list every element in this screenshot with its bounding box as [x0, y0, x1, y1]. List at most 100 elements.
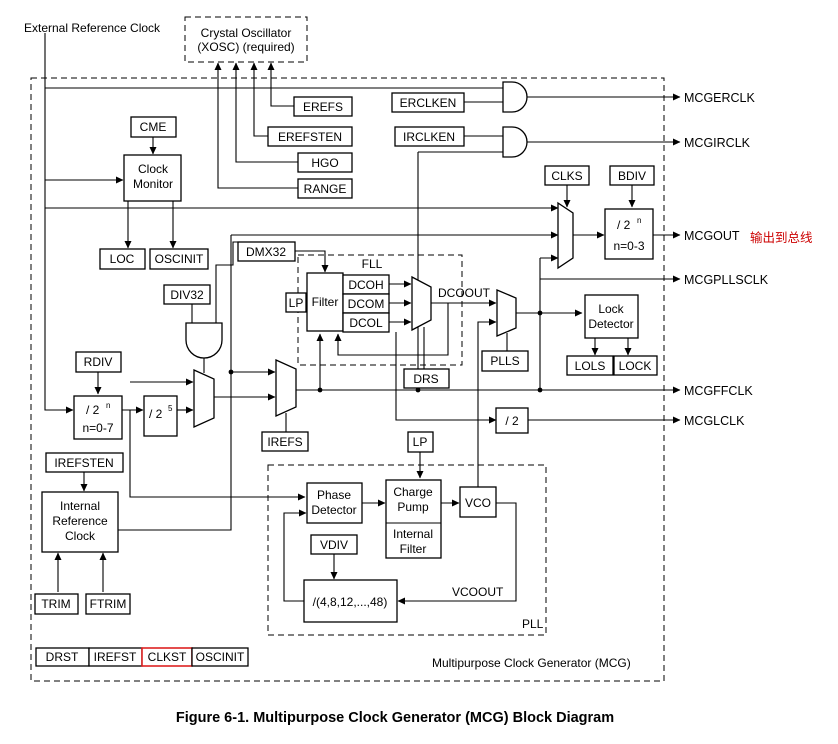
erefs-label: EREFS: [303, 100, 343, 114]
dcoout-label: DCOOUT: [438, 286, 491, 300]
plls-mux: [496, 289, 517, 337]
output-mcgerclk: MCGERCLK: [684, 91, 756, 105]
rdiv-divider-exp: n: [106, 401, 110, 410]
trim-label: TRIM: [41, 597, 70, 611]
irefs-label: IREFS: [267, 435, 302, 449]
dcom-label: DCOM: [348, 297, 385, 311]
irc-label-3: Clock: [65, 529, 96, 543]
div32-label: DIV32: [170, 288, 204, 302]
dco-mux: [411, 275, 432, 332]
phase-detector-box: [306, 482, 363, 524]
rdiv-label: RDIV: [84, 355, 113, 369]
div32-and-gate: [185, 322, 223, 359]
hgo-label: HGO: [311, 156, 338, 170]
bdiv-divider-range: n=0-3: [613, 239, 644, 253]
clks-mux: [557, 201, 574, 270]
irclken-label: IRCLKEN: [403, 130, 455, 144]
irefsten-label: IREFSTEN: [54, 456, 113, 470]
pll-label: PLL: [522, 617, 544, 631]
crystal-oscillator-label-2: (XOSC) (required): [197, 40, 294, 54]
lock-detector-label-2: Detector: [588, 317, 633, 331]
erclken-label: ERCLKEN: [400, 96, 457, 110]
output-mcgpllsclk: MCGPLLSCLK: [684, 273, 769, 287]
output-mcgffclk: MCGFFCLK: [684, 384, 753, 398]
fll-filter-box: [306, 272, 344, 332]
clock-monitor-label-2: Monitor: [133, 177, 173, 191]
div-by-2-label: / 2: [505, 414, 519, 428]
vco-label: VCO: [465, 496, 491, 510]
irc-label-2: Reference: [52, 514, 108, 528]
output-mcgout: MCGOUT: [684, 229, 740, 243]
charge-pump-label-1: Charge: [393, 485, 433, 499]
xosc-boundary: [184, 16, 308, 63]
bdiv-divider-exp: n: [637, 216, 641, 225]
loc-label: LOC: [110, 252, 135, 266]
dcoh-label: DCOH: [348, 278, 383, 292]
cme-label: CME: [140, 120, 167, 134]
vco-box: [459, 486, 497, 518]
div-2-5-label: / 2: [149, 407, 163, 421]
dcol-label: DCOL: [349, 316, 383, 330]
pll-boundary: [267, 464, 547, 636]
irc-label-1: Internal: [60, 499, 100, 513]
erclk-and-gate: [502, 81, 528, 113]
status-field-oscinit-label: OSCINIT: [196, 650, 245, 664]
lp-fll-box: [285, 292, 307, 313]
trim-box: [34, 593, 79, 615]
lols-label: LOLS: [575, 359, 606, 373]
charge-pump-box: [385, 479, 442, 559]
vco-divider-box: [303, 579, 398, 623]
clks-label: CLKS: [551, 169, 582, 183]
internal-filter-label-1: Internal: [393, 527, 433, 541]
irefs-mux: [275, 358, 297, 418]
oscinit-box: [149, 248, 209, 270]
loc-box: [99, 248, 146, 270]
charge-pump-label-2: Pump: [397, 500, 429, 514]
phase-detector-label-2: Detector: [311, 503, 356, 517]
figure-caption: Figure 6-1. Multipurpose Clock Generator…: [176, 710, 614, 726]
plls-label: PLLS: [490, 354, 519, 368]
internal-reference-clock-box: [41, 491, 119, 553]
phase-detector-label-1: Phase: [317, 488, 351, 502]
div-by-2-box: [495, 407, 529, 434]
mcgout-annotation: 输出到总线: [750, 230, 813, 245]
fll-filter-label: Filter: [312, 295, 339, 309]
dmx32-label: DMX32: [246, 245, 286, 259]
mcg-boundary: [30, 77, 665, 682]
rdiv-divider-box: [73, 395, 123, 440]
drs-label: DRS: [413, 372, 438, 386]
status-field-oscinit: [191, 647, 249, 667]
fll-label: FLL: [362, 257, 383, 271]
output-mcgirclk: MCGIRCLK: [684, 136, 751, 150]
div32-mux: [193, 368, 215, 429]
oscinit-label: OSCINIT: [155, 252, 204, 266]
vdiv-label: VDIV: [320, 538, 348, 552]
drs-box: [403, 368, 450, 389]
erefsten-label: EREFSTEN: [278, 130, 342, 144]
range-label: RANGE: [304, 182, 347, 196]
rdiv-divider-label: / 2: [86, 403, 100, 417]
lp-fll-label: LP: [289, 296, 304, 310]
plls-box: [481, 350, 529, 372]
internal-filter-label-2: Filter: [400, 542, 427, 556]
status-field-clkst-label: CLKST: [148, 650, 187, 664]
div-2-5-exp: 5: [168, 404, 173, 413]
lp-pll-label: LP: [413, 435, 428, 449]
status-field-drst-label: DRST: [46, 650, 79, 664]
lock-box: [613, 355, 658, 376]
div-2-5-box: [143, 395, 178, 437]
ftrim-box: [85, 593, 131, 615]
clock-monitor-label-1: Clock: [138, 162, 169, 176]
div32-box: [163, 284, 211, 305]
ftrim-label: FTRIM: [90, 597, 127, 611]
lock-detector-label-1: Lock: [598, 302, 624, 316]
bdiv-divider-box: [604, 208, 654, 260]
clock-monitor-box: [123, 154, 182, 202]
external-reference-clock-label: External Reference Clock: [24, 21, 161, 35]
vco-divider-label: /(4,8,12,...,48): [313, 595, 388, 609]
lols-box: [566, 355, 614, 376]
irclk-and-gate: [502, 126, 528, 158]
mcg-label: Multipurpose Clock Generator (MCG): [432, 656, 631, 670]
lock-status-label: LOCK: [619, 359, 652, 373]
